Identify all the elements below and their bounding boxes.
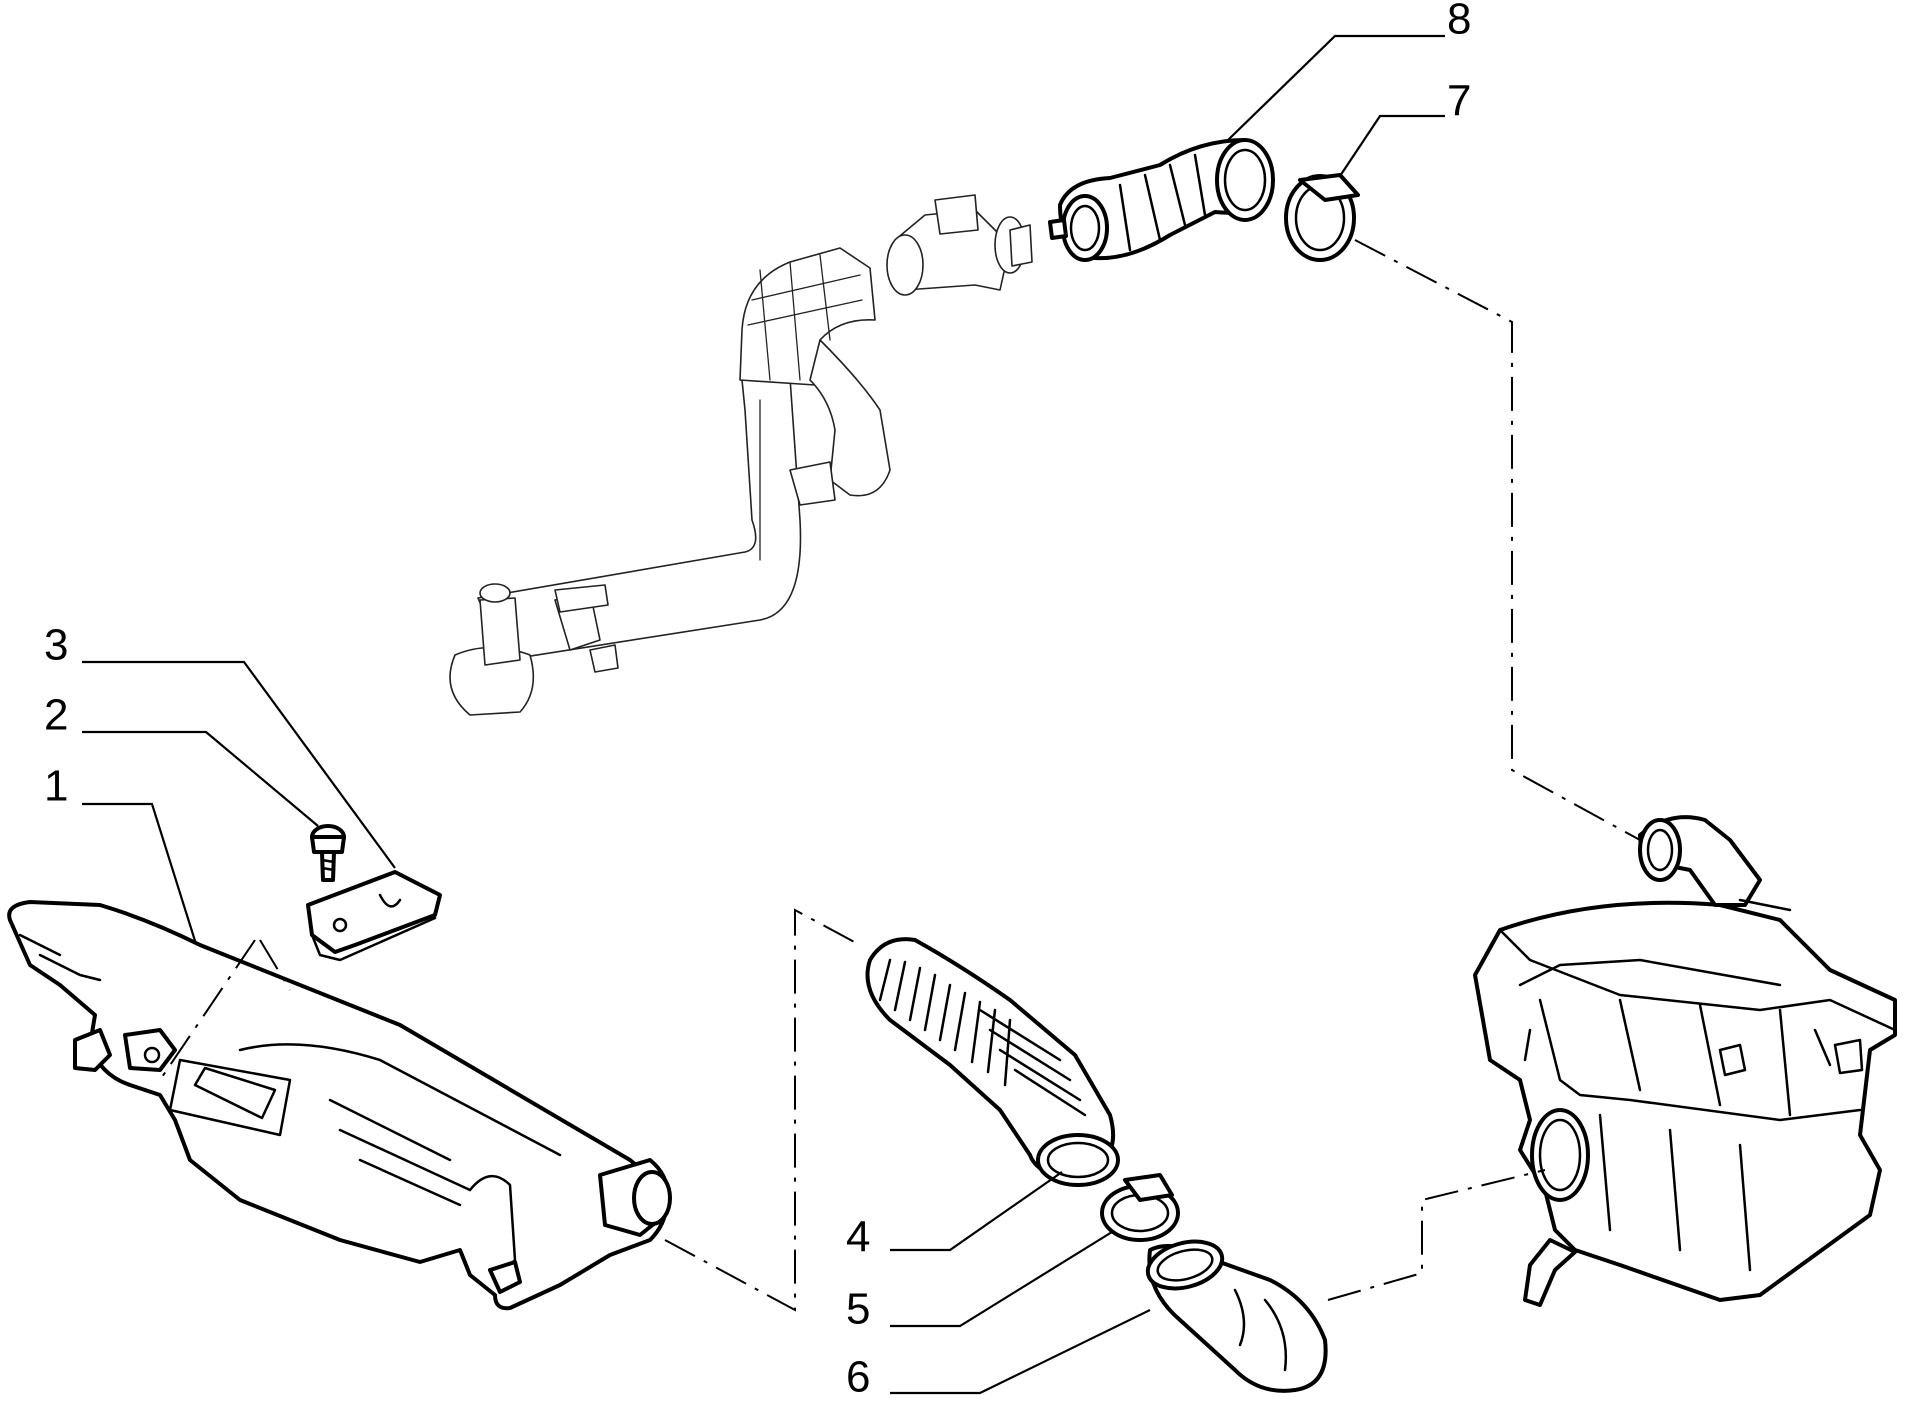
part-2-screw xyxy=(310,824,346,882)
leader-8 xyxy=(1227,34,1445,141)
part-5-hose-clamp xyxy=(1100,1173,1180,1242)
part-6-elbow-hose xyxy=(1145,1239,1328,1393)
air-filter-box xyxy=(1473,815,1897,1307)
callout-labels: 1 2 3 4 5 6 7 8 xyxy=(44,0,1471,1401)
callout-1: 1 xyxy=(44,762,68,811)
callout-4: 4 xyxy=(846,1213,870,1262)
ghost-intake-assembly xyxy=(449,194,1033,716)
part-8-upper-hose xyxy=(1048,138,1275,262)
assembly-dash-lines xyxy=(159,239,1641,1312)
leader-lines xyxy=(82,34,1445,1395)
part-4-flexible-hose xyxy=(865,937,1120,1187)
callout-8: 8 xyxy=(1447,0,1471,44)
callout-7: 7 xyxy=(1447,77,1471,126)
leader-6 xyxy=(890,1309,1151,1395)
callout-5: 5 xyxy=(846,1285,870,1334)
leader-1 xyxy=(82,802,198,945)
leader-3 xyxy=(82,660,396,869)
leader-5 xyxy=(890,1231,1113,1328)
callout-2: 2 xyxy=(44,691,68,740)
leader-4 xyxy=(890,1171,1063,1252)
part-1-air-duct xyxy=(7,900,672,1311)
part-3-bracket xyxy=(306,870,442,962)
leader-7 xyxy=(1339,114,1445,177)
part-7-clamp-ring xyxy=(1284,173,1360,262)
callout-6: 6 xyxy=(846,1353,870,1401)
callout-3: 3 xyxy=(44,621,68,670)
leader-2 xyxy=(82,730,319,827)
